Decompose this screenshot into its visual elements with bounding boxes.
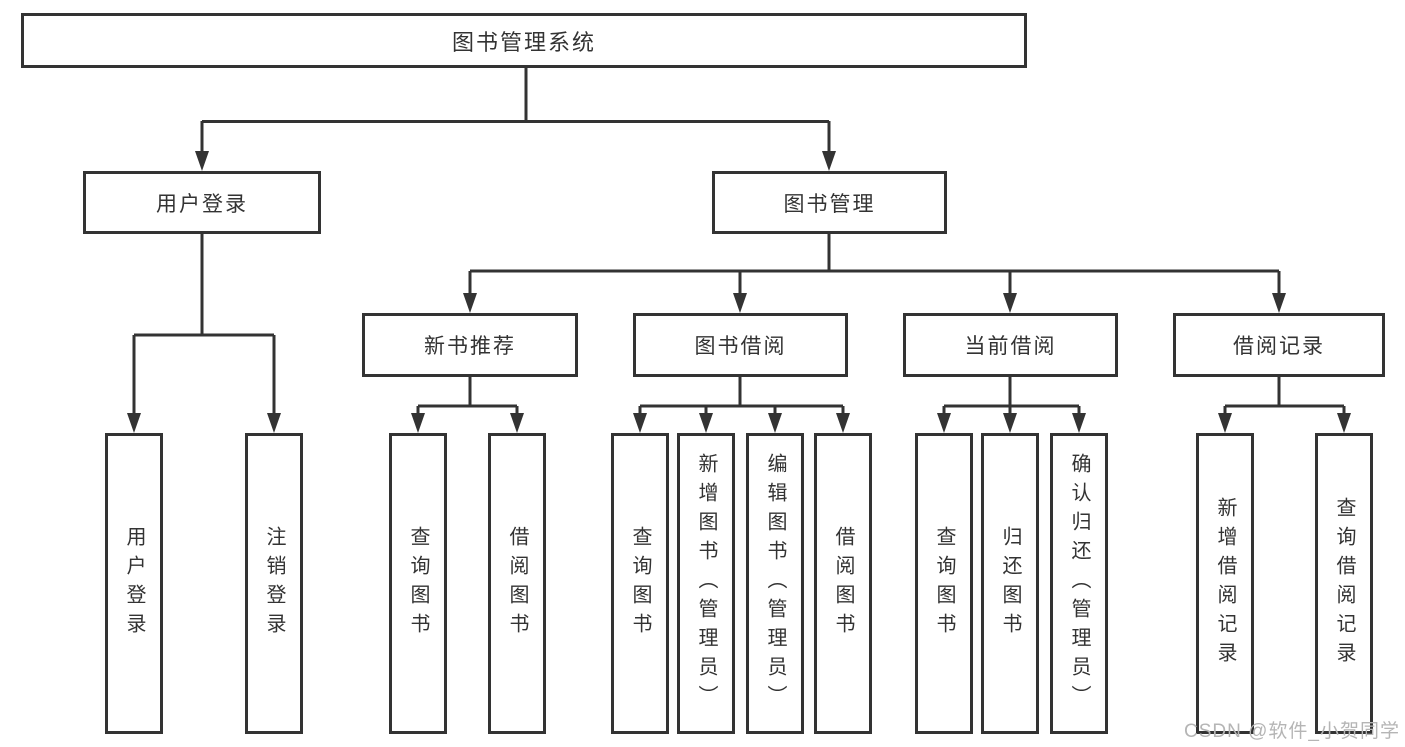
node-root: 图书管理系统	[21, 13, 1027, 68]
node-borrow-records: 借阅记录	[1173, 313, 1385, 377]
node-leaf-add-book-admin-label: 新增图书（管理员）	[695, 453, 717, 714]
node-root-label: 图书管理系统	[451, 29, 596, 55]
arrow-icon	[510, 413, 524, 433]
arrow-icon	[822, 151, 836, 171]
node-leaf-query-books-1-label: 查询图书	[407, 525, 429, 642]
node-leaf-query-books-2: 查询图书	[611, 433, 669, 734]
arrow-icon	[1272, 293, 1286, 313]
node-leaf-query-books-3-label: 查询图书	[933, 525, 955, 642]
node-leaf-confirm-return-admin-label: 确认归还（管理员）	[1068, 453, 1090, 714]
node-book-borrow-label: 图书借阅	[694, 335, 787, 358]
node-book-management: 图书管理	[712, 171, 947, 234]
arrow-icon	[127, 413, 141, 433]
node-current-borrow-label: 当前借阅	[964, 335, 1057, 358]
node-book-borrow: 图书借阅	[633, 313, 848, 377]
arrow-icon	[267, 413, 281, 433]
watermark: CSDN @软件_小贺同学	[1184, 721, 1400, 742]
node-leaf-add-borrow-record-label: 新增借阅记录	[1214, 496, 1236, 671]
node-leaf-return-book: 归还图书	[981, 433, 1039, 734]
node-leaf-query-borrow-record: 查询借阅记录	[1315, 433, 1373, 734]
node-user-login-label: 用户登录	[156, 192, 248, 216]
node-leaf-edit-book-admin: 编辑图书（管理员）	[746, 433, 804, 734]
node-user-login: 用户登录	[83, 171, 321, 234]
node-leaf-logout-label: 注销登录	[263, 525, 285, 642]
arrow-icon	[699, 413, 713, 433]
node-current-borrow: 当前借阅	[903, 313, 1118, 377]
node-leaf-borrow-books-2: 借阅图书	[814, 433, 872, 734]
node-leaf-edit-book-admin-label: 编辑图书（管理员）	[764, 453, 786, 714]
node-leaf-query-borrow-record-label: 查询借阅记录	[1333, 496, 1355, 671]
node-leaf-borrow-books-2-label: 借阅图书	[832, 525, 854, 642]
node-leaf-borrow-books-1: 借阅图书	[488, 433, 546, 734]
arrow-icon	[1003, 413, 1017, 433]
arrow-icon	[1218, 413, 1232, 433]
connector-paths	[132, 66, 1346, 417]
arrow-icon	[463, 293, 477, 313]
node-borrow-records-label: 借阅记录	[1233, 335, 1325, 358]
arrow-icon	[733, 293, 747, 313]
arrow-icon	[1072, 413, 1086, 433]
node-leaf-query-books-2-label: 查询图书	[629, 525, 651, 642]
arrow-icon	[195, 151, 209, 171]
node-leaf-add-book-admin: 新增图书（管理员）	[677, 433, 735, 734]
node-leaf-borrow-books-1-label: 借阅图书	[506, 525, 528, 642]
arrow-icon	[411, 413, 425, 433]
arrow-icon	[768, 413, 782, 433]
node-leaf-add-borrow-record: 新增借阅记录	[1196, 433, 1254, 734]
arrowheads	[127, 151, 1351, 433]
node-new-book-recommend-label: 新书推荐	[424, 335, 516, 358]
node-leaf-return-book-label: 归还图书	[999, 525, 1021, 642]
node-leaf-query-books-3: 查询图书	[915, 433, 973, 734]
node-book-management-label: 图书管理	[783, 192, 876, 216]
arrow-icon	[633, 413, 647, 433]
arrow-icon	[937, 413, 951, 433]
arrow-icon	[1003, 293, 1017, 313]
arrow-icon	[1337, 413, 1351, 433]
node-leaf-user-login: 用户登录	[105, 433, 163, 734]
node-leaf-query-books-1: 查询图书	[389, 433, 447, 734]
node-new-book-recommend: 新书推荐	[362, 313, 578, 377]
node-leaf-confirm-return-admin: 确认归还（管理员）	[1050, 433, 1108, 734]
node-leaf-user-login-label: 用户登录	[123, 525, 145, 642]
arrow-icon	[836, 413, 850, 433]
node-leaf-logout: 注销登录	[245, 433, 303, 734]
